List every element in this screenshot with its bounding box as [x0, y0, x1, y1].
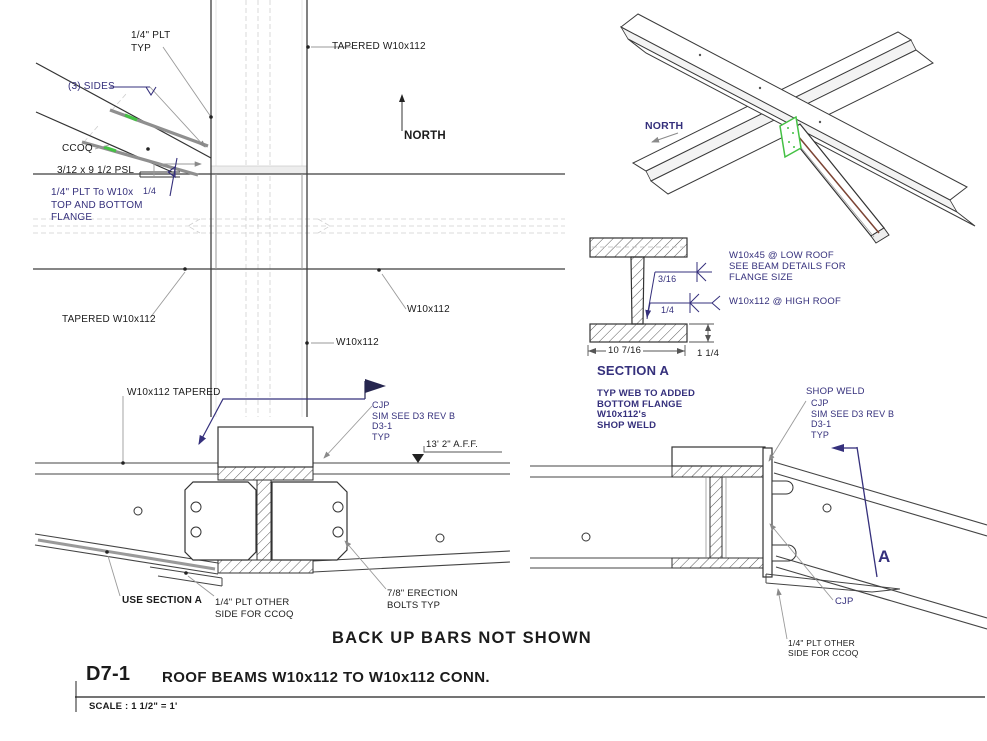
label-dim-thickness: 1 1/4: [697, 348, 720, 359]
label-dl-erection-bolts: 7/8" ERECTION BOLTS TYP: [387, 588, 458, 611]
label-north-plan: NORTH: [404, 130, 446, 142]
detail-number: D7-1: [86, 663, 131, 685]
label-weld-14: 1/4: [661, 305, 675, 315]
label-dr-plt-other: 1/4" PLT OTHER SIDE FOR CCOQ: [788, 638, 859, 658]
label-low-roof: W10x45 @ LOW ROOF SEE BEAM DETAILS FOR F…: [729, 250, 846, 283]
label-dl-tapered: W10x112 TAPERED: [127, 387, 221, 398]
plan-view-linework: [33, 0, 565, 417]
label-dr-cjp-note: CJP SIM SEE D3 REV B D3-1 TYP: [811, 398, 895, 440]
label-tapered-top: TAPERED W10x112: [332, 41, 426, 52]
label-section-a-note: TYP WEB TO ADDED BOTTOM FLANGE W10x112's…: [597, 388, 696, 431]
label-psl: 3/12 x 9 1/2 PSL: [57, 165, 135, 176]
label-weld-quarter-plan: 1/4: [143, 186, 157, 196]
label-w10-center: W10x112: [336, 337, 379, 348]
label-dl-cjp-note: CJP SIM SEE D3 REV B D3-1 TYP: [372, 400, 456, 442]
detail-left-linework: [34, 379, 511, 597]
backup-bars-note: BACK UP BARS NOT SHOWN: [332, 629, 592, 647]
label-dl-use-section: USE SECTION A: [122, 595, 203, 606]
label-plt-flange: 1/4" PLT To W10x TOP AND BOTTOM FLANGE: [51, 187, 143, 223]
label-dr-shop-weld: SHOP WELD: [806, 386, 865, 397]
label-section-mark-a: A: [878, 547, 891, 566]
title-block-linework: [75, 681, 985, 712]
detail-right-linework: [530, 400, 987, 640]
isometric-view-linework: [619, 13, 976, 244]
label-plt-typ: 1/4" PLT TYP: [131, 30, 171, 54]
label-section-a-title: SECTION A: [597, 363, 670, 378]
label-dim-width: 10 7/16: [606, 345, 644, 358]
scale-label: SCALE : 1 1/2" = 1': [89, 701, 178, 712]
label-dl-plt-other: 1/4" PLT OTHER SIDE FOR CCOQ: [215, 597, 294, 620]
section-a-linework: [587, 237, 721, 356]
label-dl-aff: 13' 2" A.F.F.: [426, 439, 479, 450]
label-weld-sides: (3) SIDES: [68, 81, 115, 92]
label-north-iso: NORTH: [645, 120, 684, 132]
label-w10-right: W10x112: [407, 304, 450, 315]
label-dr-cjp: CJP: [835, 596, 854, 607]
detail-title: ROOF BEAMS W10x112 TO W10x112 CONN.: [162, 669, 490, 686]
label-tapered-bottom: TAPERED W10x112: [62, 314, 156, 325]
label-high-roof: W10x112 @ HIGH ROOF: [729, 296, 841, 307]
label-ccoq: CCOQ: [62, 143, 93, 154]
label-weld-316: 3/16: [658, 274, 677, 284]
